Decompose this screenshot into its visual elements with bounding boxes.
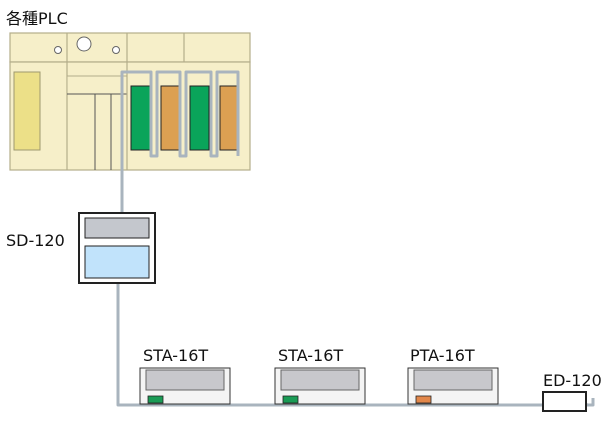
status-led bbox=[415, 395, 432, 404]
terminal-label: PTA-16T bbox=[410, 346, 475, 365]
end-unit-label: ED-120 bbox=[543, 371, 602, 390]
io-module-orange bbox=[160, 85, 181, 151]
plc-label: 各種PLC bbox=[6, 9, 68, 28]
screw-icon bbox=[54, 46, 62, 54]
terminal-panel bbox=[280, 369, 360, 391]
plc-top-strip bbox=[9, 32, 251, 63]
status-led bbox=[147, 395, 164, 404]
converter-sd-120: SD-120 bbox=[6, 212, 156, 284]
converter-display bbox=[84, 245, 150, 279]
converter-label: SD-120 bbox=[6, 231, 65, 250]
terminal-label: STA-16T bbox=[143, 346, 208, 365]
screw-icon bbox=[112, 46, 120, 54]
power-indicator-icon bbox=[76, 36, 92, 52]
terminal-1: STA-16T bbox=[139, 346, 231, 405]
terminal-2: STA-16T bbox=[274, 346, 366, 405]
io-module-green bbox=[130, 85, 151, 151]
status-led bbox=[282, 395, 299, 404]
io-module-green bbox=[189, 85, 210, 151]
terminal-3: PTA-16T bbox=[407, 346, 499, 405]
terminal-panel bbox=[145, 369, 225, 391]
plc-body bbox=[9, 61, 251, 171]
end-unit-ed-120: ED-120 bbox=[542, 371, 602, 412]
terminal-panel bbox=[413, 369, 493, 391]
converter-top-panel bbox=[84, 217, 150, 239]
plc-rack: 各種PLC bbox=[6, 9, 251, 171]
plc-power-slot bbox=[13, 71, 41, 151]
io-module-orange bbox=[219, 85, 240, 151]
end-unit-body bbox=[542, 391, 587, 412]
terminal-label: STA-16T bbox=[278, 346, 343, 365]
